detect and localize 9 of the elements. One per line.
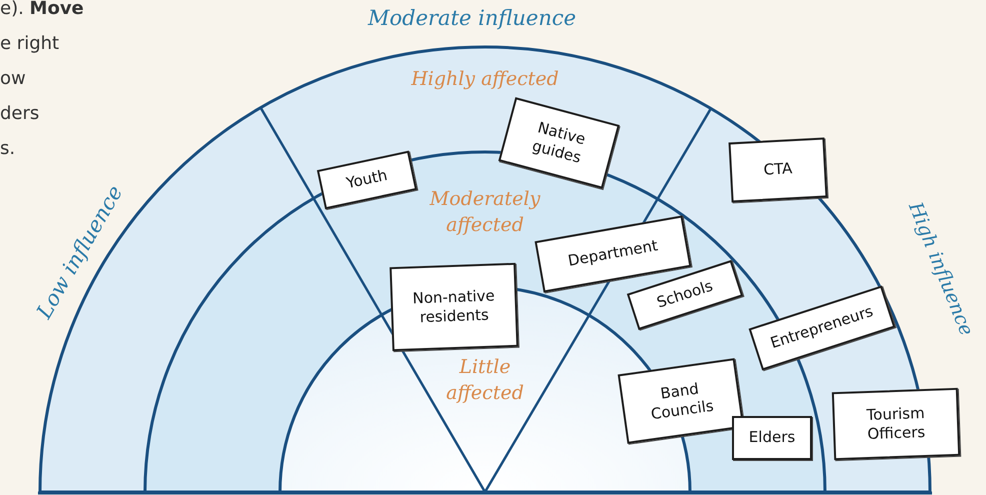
sticky-note: Tourism Officers <box>832 388 960 460</box>
text-fragment: s. <box>0 138 16 159</box>
text-fragment: e). Move <box>0 0 84 19</box>
text-fragment: e right <box>0 33 60 54</box>
text-fragment: ders <box>0 103 40 124</box>
text-fragment: ow <box>0 68 26 89</box>
influence-label: Moderate influence <box>368 6 576 30</box>
ring-label: Little affected <box>445 355 525 406</box>
ring-label: Highly affected <box>410 67 560 92</box>
